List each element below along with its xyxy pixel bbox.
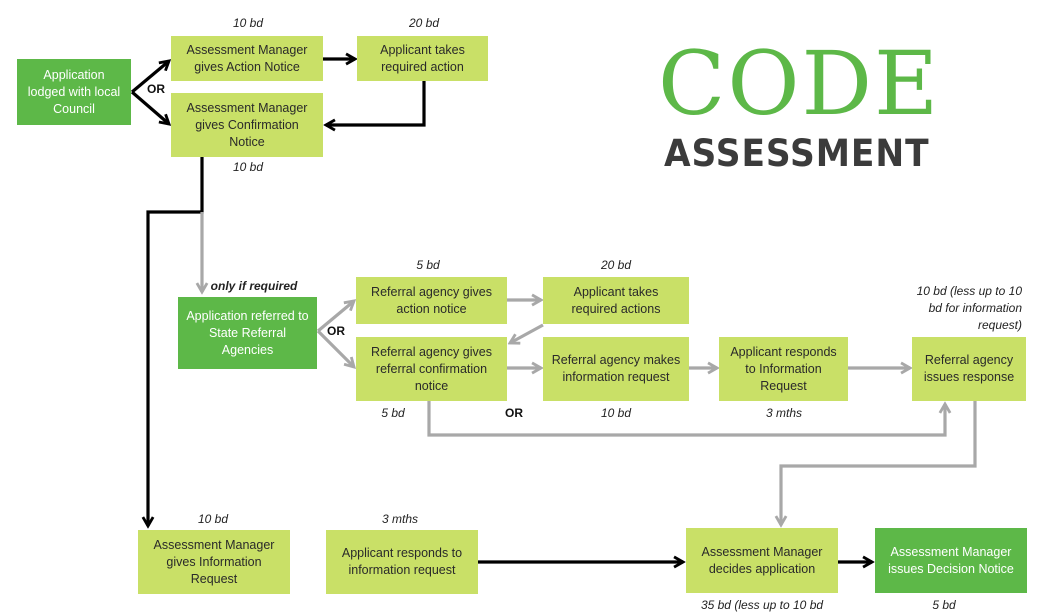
time-label: 5 bd: [932, 598, 956, 612]
box-lodged: Application lodged with local Council: [17, 59, 131, 125]
time-label: 10 bd: [232, 16, 264, 30]
time-label: 35 bd (less up to 10 bd: [700, 598, 824, 612]
time-label: 3 mths: [381, 512, 419, 526]
time-label: 5 bd: [381, 406, 405, 420]
arrow-confirmation-to-response: [427, 401, 945, 437]
box-applicant-responds-ir: Applicant responds to Information Reques…: [719, 337, 848, 401]
box-action-notice: Assessment Manager gives Action Notice: [171, 36, 323, 81]
box-referred: Application referred to State Referral A…: [178, 297, 317, 369]
box-am-decides: Assessment Manager decides application: [686, 528, 838, 593]
or-label: OR: [147, 82, 165, 96]
box-confirmation-notice: Assessment Manager gives Confirmation No…: [171, 93, 323, 157]
box-decision-notice: Assessment Manager issues Decision Notic…: [875, 528, 1027, 593]
arrow-lodged-to-confirmation: [130, 90, 169, 124]
box-applicant-action: Applicant takes required action: [357, 36, 488, 81]
time-label: 10 bd (less up to 10 bd for information …: [916, 284, 1022, 332]
time-label: 10 bd: [232, 160, 264, 174]
arrow-response-to-decides: [781, 401, 977, 525]
arrow-confirmation-to-info-request: [148, 157, 204, 526]
time-label: 10 bd: [600, 406, 632, 420]
arrow-lodged-to-action: [130, 61, 169, 94]
time-label: 20 bd: [408, 16, 440, 30]
box-ra-confirmation: Referral agency gives referral confirmat…: [356, 337, 507, 401]
box-applicant-actions: Applicant takes required actions: [543, 277, 689, 324]
box-ra-action-notice: Referral agency gives action notice: [356, 277, 507, 324]
or-label: OR: [505, 406, 523, 420]
time-label: 10 bd: [197, 512, 229, 526]
arrow-referred-to-ra-action: [316, 301, 354, 333]
box-am-info-request: Assessment Manager gives Information Req…: [138, 530, 290, 594]
title-code: CODE: [658, 32, 941, 135]
box-ra-response: Referral agency issues response: [912, 337, 1026, 401]
title-assessment: ASSESSMENT: [664, 132, 930, 175]
arrow-applicant-to-ra-confirmation: [510, 323, 544, 343]
time-label: 5 bd: [416, 258, 440, 272]
only-if-required-label: only if required: [210, 279, 298, 293]
box-applicant-responds-info: Applicant responds to information reques…: [326, 530, 478, 594]
arrow-referred-to-ra-confirmation: [316, 329, 354, 367]
arrow-applicant-to-confirmation: [326, 81, 426, 125]
box-ra-info-request: Referral agency makes information reques…: [543, 337, 689, 401]
time-label: 3 mths: [765, 406, 803, 420]
time-label: 20 bd: [600, 258, 632, 272]
or-label: OR: [327, 324, 345, 338]
